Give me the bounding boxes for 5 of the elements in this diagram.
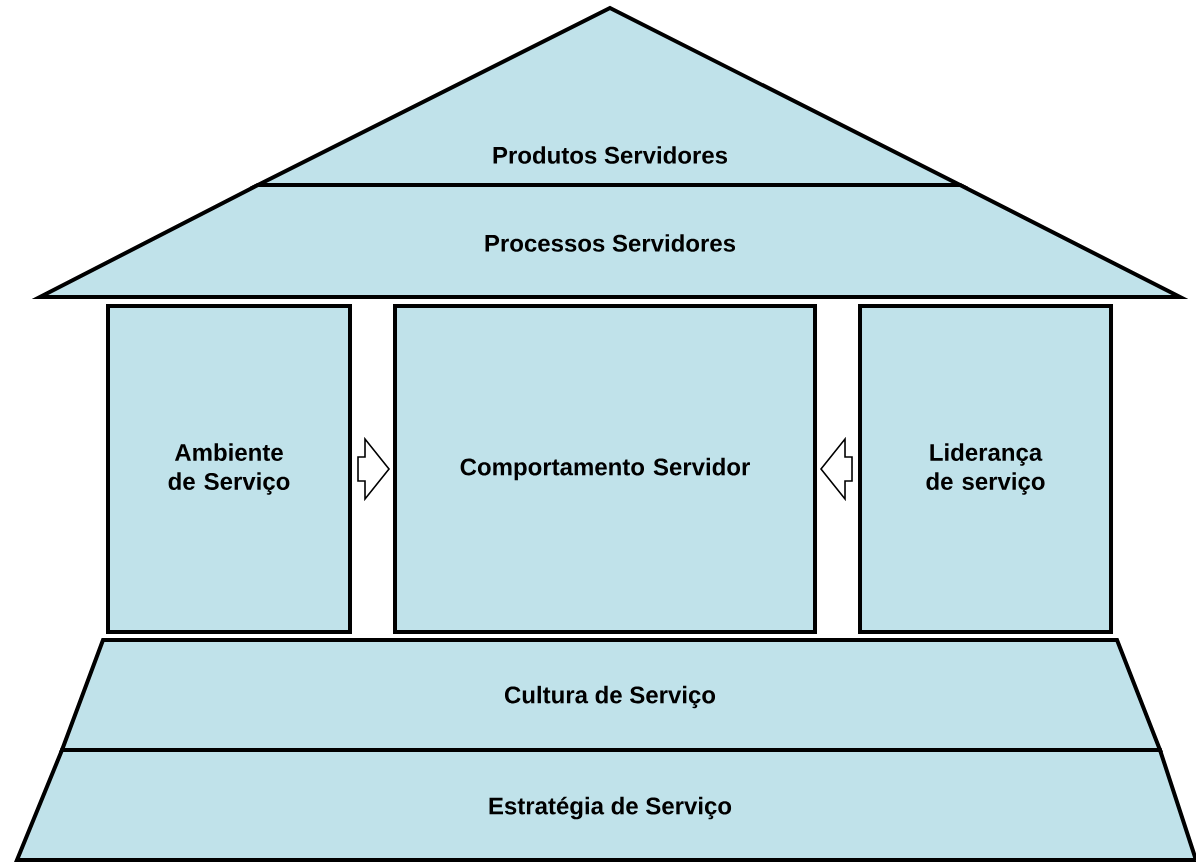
pillar-box: Ambiente de Serviço [106, 304, 352, 634]
pillar-box: Comportamento Servidor [393, 304, 817, 634]
pillar-box: Liderança de serviço [858, 304, 1113, 634]
block-arrow [820, 436, 853, 502]
block-arrow [357, 436, 391, 502]
